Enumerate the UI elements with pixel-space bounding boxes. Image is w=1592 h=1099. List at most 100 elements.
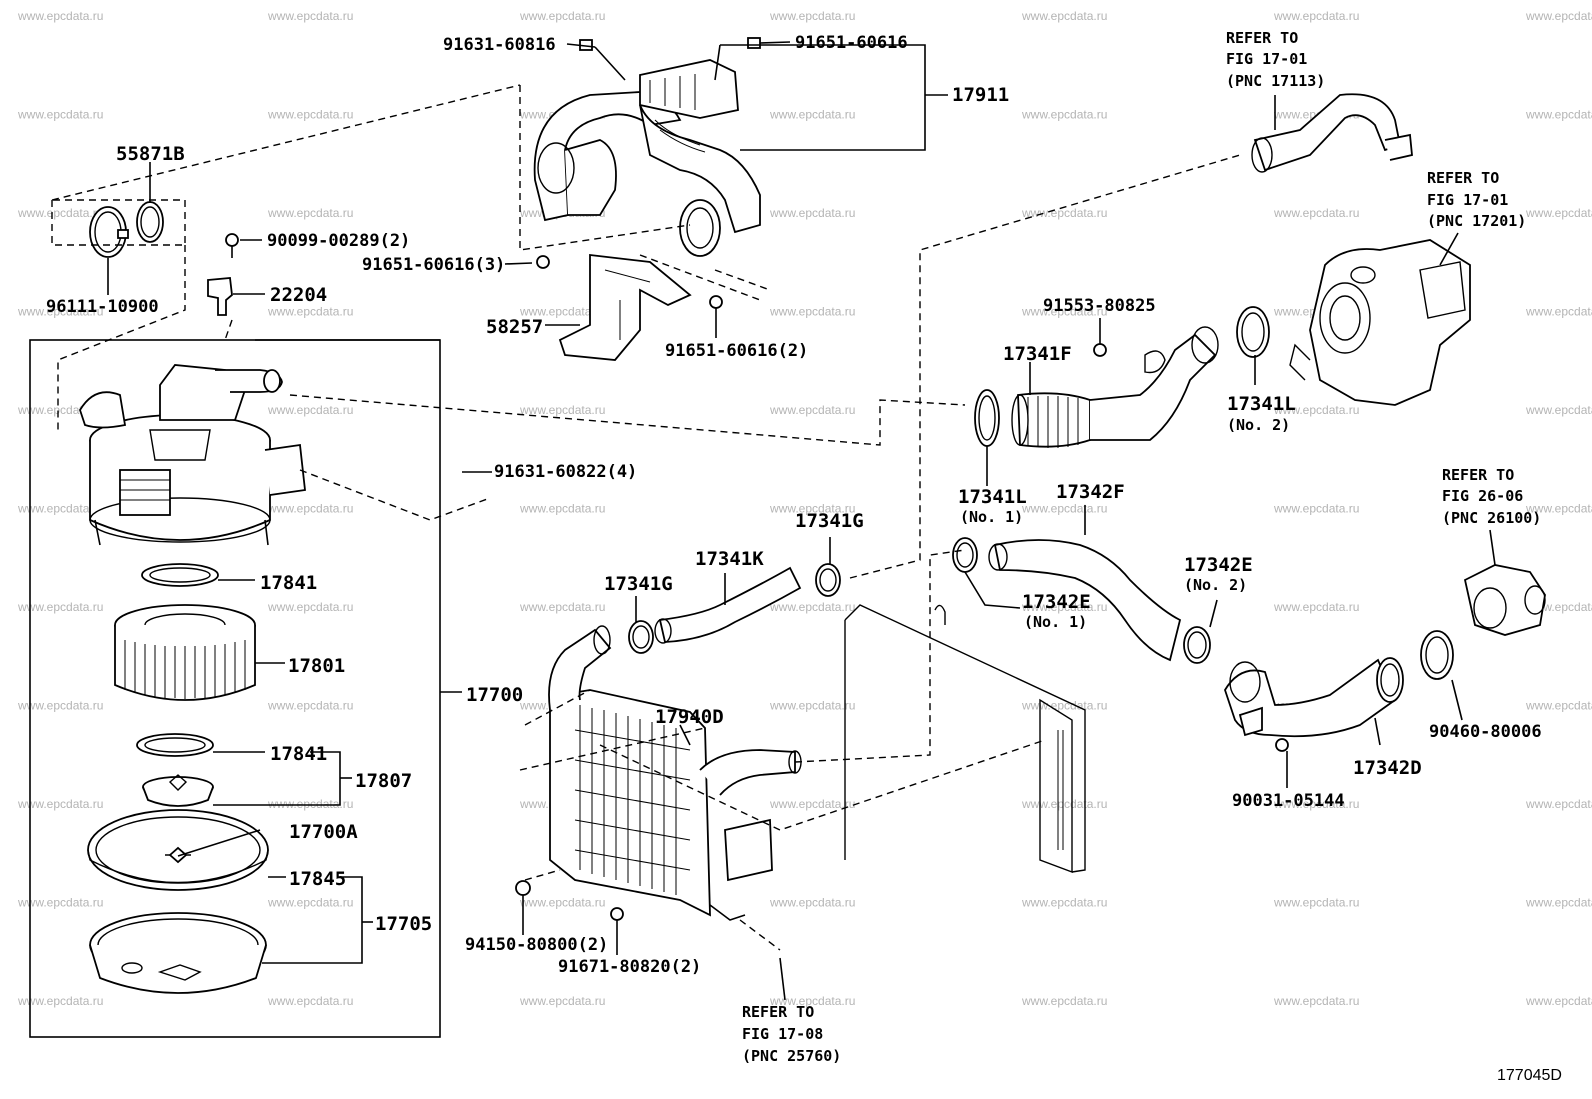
watermark-text: www.epcdata.ru bbox=[1273, 797, 1359, 811]
watermark-layer: www.epcdata.ru www.epcdata.ru www.epcdata.… bbox=[17, 9, 1592, 1008]
svg-text:FIG 17-01: FIG 17-01 bbox=[1226, 50, 1307, 68]
ref-pnc-17201: REFER TO FIG 17-01 (PNC 17201) bbox=[1427, 169, 1526, 230]
svg-text:(PNC 26100): (PNC 26100) bbox=[1442, 509, 1541, 527]
filter-element-drawing bbox=[114, 604, 256, 701]
watermark-text: www.epcdata.ru bbox=[1273, 502, 1359, 516]
watermark-text: www.epcdata.ru bbox=[1021, 502, 1107, 516]
watermark-text: www.epcdata.ru bbox=[17, 896, 103, 910]
label-17341K: 17341K bbox=[695, 548, 764, 570]
label-17700: 17700 bbox=[466, 684, 523, 706]
dashed-reference-lines bbox=[51, 84, 1241, 951]
label-90099-00289: 90099-00289(2) bbox=[267, 231, 410, 251]
label-91651-60616-2: 91651-60616(2) bbox=[665, 341, 808, 361]
watermark-text: www.epcdata.ru bbox=[17, 600, 103, 614]
label-17841-bottom: 17841 bbox=[270, 743, 327, 765]
watermark-text: www.epcdata.ru bbox=[519, 600, 605, 614]
watermark-text: www.epcdata.ru bbox=[267, 896, 353, 910]
watermark-text: www.epcdata.ru bbox=[1273, 896, 1359, 910]
watermark-text: www.epcdata.ru bbox=[267, 206, 353, 220]
watermark-text: www.epcdata.ru bbox=[1525, 797, 1592, 811]
label-17341L-no2-sub: (No. 2) bbox=[1227, 416, 1290, 434]
watermark-text: www.epcdata.ru bbox=[519, 305, 605, 319]
cleaner-case-drawing bbox=[89, 912, 267, 994]
svg-text:REFER TO: REFER TO bbox=[1427, 169, 1499, 187]
watermark-text: www.epcdata.ru bbox=[769, 305, 855, 319]
watermark-text: www.epcdata.ru bbox=[17, 502, 103, 516]
watermark-text: www.epcdata.ru bbox=[1273, 9, 1359, 23]
label-17940D: 17940D bbox=[655, 706, 724, 728]
turbo-pipe-drawing bbox=[1251, 93, 1413, 173]
turbocharger-drawing bbox=[1289, 239, 1471, 406]
svg-text:(PNC 17113): (PNC 17113) bbox=[1226, 72, 1325, 90]
watermark-text: www.epcdata.ru bbox=[1273, 403, 1359, 417]
watermark-text: www.epcdata.ru bbox=[1525, 699, 1592, 713]
watermark-text: www.epcdata.ru bbox=[1525, 994, 1592, 1008]
watermark-text: www.epcdata.ru bbox=[769, 797, 855, 811]
label-17341L-no1: 17341L bbox=[958, 486, 1027, 508]
svg-text:(PNC 17201): (PNC 17201) bbox=[1427, 212, 1526, 230]
label-17342E-no1-sub: (No. 1) bbox=[1024, 613, 1087, 631]
intake-duct-drawing bbox=[533, 37, 761, 257]
label-91553-80825: 91553-80825 bbox=[1043, 296, 1156, 316]
watermark-text: www.epcdata.ru bbox=[17, 994, 103, 1008]
label-94150-80800: 94150-80800(2) bbox=[465, 935, 608, 955]
valve-seat-drawing bbox=[142, 774, 214, 807]
label-22204: 22204 bbox=[270, 284, 327, 306]
watermark-text: www.epcdata.ru bbox=[519, 502, 605, 516]
label-17341L-no2: 17341L bbox=[1227, 393, 1296, 415]
pipe-17342D-drawing bbox=[1224, 630, 1454, 752]
watermark-text: www.epcdata.ru bbox=[769, 403, 855, 417]
label-17841-top: 17841 bbox=[260, 572, 317, 594]
watermark-text: www.epcdata.ru bbox=[1525, 896, 1592, 910]
ref-pnc-26100: REFER TO FIG 26-06 (PNC 26100) bbox=[1442, 466, 1541, 527]
air-cleaner-housing-drawing bbox=[79, 364, 306, 546]
hose-17341F-drawing bbox=[974, 306, 1270, 448]
inlet-clamp-drawing bbox=[89, 201, 164, 258]
air-cleaner-assembly-group bbox=[29, 339, 441, 1038]
label-90460-80006: 90460-80006 bbox=[1429, 722, 1542, 742]
watermark-text: www.epcdata.ru bbox=[769, 896, 855, 910]
throttle-body-drawing bbox=[1463, 564, 1546, 636]
label-17342E-no2-sub: (No. 2) bbox=[1184, 576, 1247, 594]
watermark-text: www.epcdata.ru bbox=[769, 206, 855, 220]
watermark-text: www.epcdata.ru bbox=[769, 108, 855, 122]
watermark-text: www.epcdata.ru bbox=[267, 305, 353, 319]
watermark-text: www.epcdata.ru bbox=[1021, 896, 1107, 910]
svg-text:REFER TO: REFER TO bbox=[742, 1003, 814, 1021]
cleaner-cover-drawing bbox=[87, 809, 269, 891]
part-number-labels: 91631-60816 91651-60616 17911 55871B 900… bbox=[46, 33, 1542, 977]
label-17341F: 17341F bbox=[1003, 343, 1072, 365]
label-17705: 17705 bbox=[375, 913, 432, 935]
label-91631-60816: 91631-60816 bbox=[443, 35, 556, 55]
label-17342E-no1: 17342E bbox=[1022, 591, 1091, 613]
svg-text:FIG 26-06: FIG 26-06 bbox=[1442, 487, 1523, 505]
watermark-text: www.epcdata.ru bbox=[769, 9, 855, 23]
watermark-text: www.epcdata.ru bbox=[769, 699, 855, 713]
svg-text:FIG 17-08: FIG 17-08 bbox=[742, 1025, 823, 1043]
hose-17341K-drawing bbox=[628, 563, 841, 654]
svg-text:(PNC 25760): (PNC 25760) bbox=[742, 1047, 841, 1065]
label-17700A: 17700A bbox=[289, 821, 358, 843]
watermark-text: www.epcdata.ru bbox=[1021, 797, 1107, 811]
watermark-text: www.epcdata.ru bbox=[1273, 994, 1359, 1008]
label-17801: 17801 bbox=[288, 655, 345, 677]
svg-text:REFER TO: REFER TO bbox=[1226, 29, 1298, 47]
watermark-text: www.epcdata.ru bbox=[1525, 403, 1592, 417]
air-cleaner-assembly-frame bbox=[29, 339, 441, 1038]
watermark-text: www.epcdata.ru bbox=[1021, 206, 1107, 220]
intercooler-drawing bbox=[515, 625, 802, 921]
watermark-text: www.epcdata.ru bbox=[267, 699, 353, 713]
watermark-text: www.epcdata.ru bbox=[1021, 994, 1107, 1008]
watermark-text: www.epcdata.ru bbox=[1021, 305, 1107, 319]
watermark-text: www.epcdata.ru bbox=[1525, 206, 1592, 220]
ref-pnc-25760: REFER TO FIG 17-08 (PNC 25760) bbox=[742, 1003, 841, 1065]
watermark-text: www.epcdata.ru bbox=[267, 108, 353, 122]
watermark-text: www.epcdata.ru bbox=[17, 305, 103, 319]
label-17342D: 17342D bbox=[1353, 757, 1422, 779]
watermark-text: www.epcdata.ru bbox=[1021, 9, 1107, 23]
label-96111-10900: 96111-10900 bbox=[46, 297, 159, 317]
label-91651-60616-top: 91651-60616 bbox=[795, 33, 908, 53]
label-17342E-no2: 17342E bbox=[1184, 554, 1253, 576]
watermark-text: www.epcdata.ru bbox=[267, 600, 353, 614]
watermark-text: www.epcdata.ru bbox=[17, 108, 103, 122]
